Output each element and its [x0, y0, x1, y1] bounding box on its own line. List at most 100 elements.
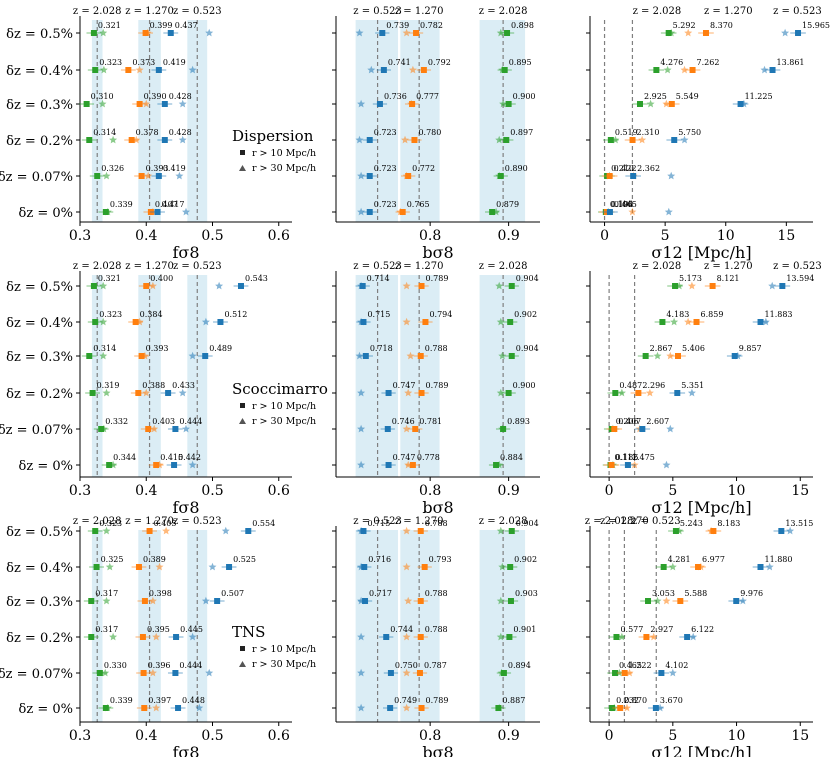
marker-r10: [387, 670, 394, 676]
marker-r10: [653, 67, 660, 73]
marker-r30: [617, 388, 626, 397]
marker-r30: [668, 668, 677, 677]
marker-r30: [178, 388, 187, 397]
marker-r10: [88, 634, 95, 640]
y-tick-label: δz = 0.4%: [6, 316, 73, 331]
marker-r30: [496, 388, 505, 397]
data-label: 0.781: [419, 417, 442, 426]
marker-r30: [142, 388, 151, 397]
reference-band: [400, 20, 440, 222]
z-label: z = 2.028: [633, 261, 682, 272]
data-label: 0.373: [132, 58, 155, 67]
marker-r10: [731, 353, 738, 359]
marker-r10: [409, 462, 416, 468]
data-label: 0.718: [370, 344, 393, 353]
data-label: 0.400: [150, 274, 173, 283]
marker-r10: [709, 283, 716, 289]
marker-r30: [689, 632, 698, 641]
marker-r30: [99, 281, 108, 290]
marker-r30: [357, 703, 366, 712]
data-label: 1.475: [632, 453, 655, 462]
data-label: 0.716: [368, 555, 391, 564]
y-tick-label: δz = 0%: [19, 206, 73, 221]
marker-r10: [139, 634, 146, 640]
marker-r10: [629, 137, 636, 143]
marker-r10: [202, 353, 209, 359]
x-axis-label: σ12 [Mpc/h]: [651, 743, 751, 757]
data-label: 6.977: [702, 555, 725, 564]
marker-r10: [606, 209, 613, 215]
marker-r30: [205, 668, 214, 677]
marker-r10: [136, 101, 143, 107]
x-tick-label: 0.3: [69, 728, 91, 744]
marker-r10: [639, 426, 646, 432]
marker-r10: [155, 67, 162, 73]
reference-band: [355, 275, 398, 477]
data-label: 0.393: [146, 164, 169, 173]
marker-r10: [612, 670, 619, 676]
marker-r30: [367, 65, 376, 74]
marker-r30: [623, 703, 631, 712]
marker-r30: [407, 99, 416, 108]
marker-r10: [635, 390, 642, 396]
data-label: 0.723: [374, 164, 397, 173]
data-label: 6.859: [701, 310, 724, 319]
marker-r10: [379, 30, 386, 36]
data-label: 0.870: [624, 696, 647, 705]
marker-r30: [498, 424, 507, 433]
z-label: z = 2.028: [479, 6, 528, 17]
marker-r30: [105, 562, 114, 571]
marker-r10: [106, 462, 113, 468]
data-label: 9.857: [739, 344, 762, 353]
marker-r10: [503, 137, 510, 143]
marker-r30: [684, 28, 693, 37]
data-label: 5.588: [684, 589, 707, 598]
data-label: 0.206: [616, 417, 639, 426]
marker-r10: [489, 209, 496, 215]
marker-r30: [99, 65, 108, 74]
data-label: 0.422: [614, 164, 637, 173]
marker-r30: [495, 171, 504, 180]
marker-r10: [92, 67, 99, 73]
data-label: 0.898: [511, 21, 534, 30]
marker-r10: [86, 137, 93, 143]
y-tick-label: δz = 0.3%: [6, 595, 73, 610]
legend-r10: r > 10 Mpc/h: [252, 148, 316, 159]
marker-r30: [645, 388, 654, 397]
data-label: 0.339: [110, 200, 133, 209]
marker-r10: [636, 101, 643, 107]
data-label: 13.861: [777, 58, 805, 67]
marker-r30: [611, 135, 620, 144]
marker-r30: [617, 632, 626, 641]
x-tick-label: 0.5: [201, 483, 223, 499]
marker-r30: [402, 526, 411, 535]
data-label: 0.554: [252, 519, 275, 528]
marker-r10: [92, 319, 99, 325]
legend-r10: r > 10 Mpc/h: [252, 644, 316, 655]
marker-r30: [201, 596, 210, 605]
marker-r10: [493, 462, 500, 468]
marker-r10: [155, 173, 162, 179]
data-label: 0.395: [147, 625, 170, 634]
marker-r30: [628, 207, 637, 216]
legend-r30: r > 30 Mpc/h: [252, 416, 316, 427]
marker-r10: [421, 564, 428, 570]
marker-r10: [607, 137, 614, 143]
x-axis-label: σ12 [Mpc/h]: [651, 243, 751, 262]
marker-r30: [495, 135, 504, 144]
marker-r10: [217, 319, 224, 325]
marker-r30: [649, 632, 658, 641]
marker-r10: [671, 137, 678, 143]
marker-r30: [101, 668, 110, 677]
marker-r30: [357, 460, 366, 469]
marker-r10: [88, 598, 95, 604]
marker-r10: [143, 283, 150, 289]
marker-r30: [357, 526, 366, 535]
marker-r10: [413, 30, 420, 36]
marker-r30: [357, 281, 366, 290]
data-label: 0.323: [99, 310, 122, 319]
marker-r10: [135, 564, 142, 570]
marker-r30: [404, 460, 413, 469]
